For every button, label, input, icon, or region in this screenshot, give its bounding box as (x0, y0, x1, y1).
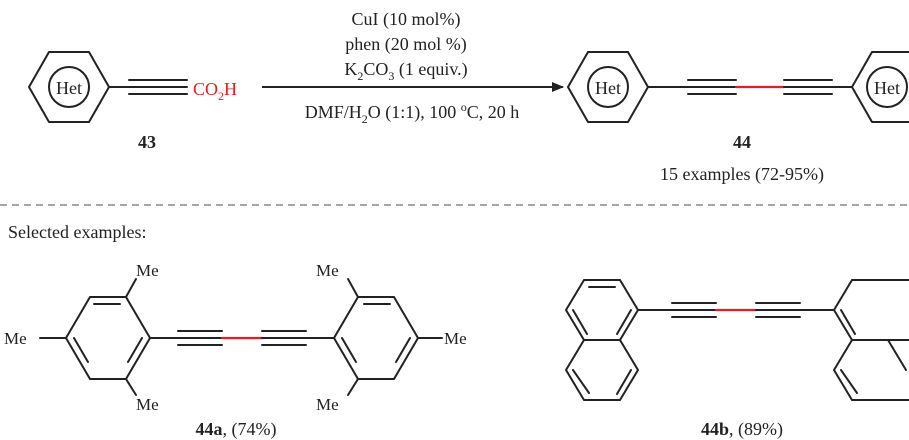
example-44b-left-triple-bond (671, 302, 717, 318)
example-44a: Me Me Me Me Me Me 44a, (74%) (4, 261, 467, 440)
example-44a-me-left: Me (4, 329, 27, 348)
conditions-ligand: phen (20 mol %) (345, 34, 466, 55)
reactant-carboxyl-group: CO2H (193, 79, 237, 103)
example-44a-me-right: Me (444, 329, 467, 348)
reactant-triple-bond (128, 79, 188, 95)
reactant-het-label: Het (56, 78, 82, 98)
example-44a-me-bottom-left: Me (136, 395, 159, 414)
example-44b-right-naphthalene-lower-ring (833, 339, 909, 401)
product-right-het-label: Het (874, 78, 900, 98)
selected-examples-heading: Selected examples: (8, 222, 146, 242)
example-44b-left-upper-inner-bonds (572, 286, 632, 335)
example-44a-me-top-right: Me (316, 261, 339, 280)
product-left-het-circle (587, 66, 629, 108)
reaction-conditions: CuI (10 mol%) phen (20 mol %) K2CO3 (1 e… (262, 9, 564, 126)
example-44b: 44b, (89%) (565, 279, 909, 440)
example-44b-caption: 44b, (89%) (701, 419, 783, 440)
example-44b-right-ring-edge (887, 339, 907, 371)
example-44b-right-naphthalene-upper-ring (833, 279, 909, 341)
example-44a-left-ring (65, 296, 151, 380)
example-44a-caption: 44a, (74%) (196, 419, 277, 440)
example-44b-left-naphthalene-lower-ring (565, 339, 639, 401)
example-44a-me-bottom-right: Me (316, 395, 339, 414)
example-44a-left-ring-inner-bonds (73, 303, 143, 363)
product-44: Het Het 44 15 examples (72-95%) (567, 51, 909, 185)
product-left-het-label: Het (595, 78, 621, 98)
product-right-triple-bond (783, 79, 833, 95)
product-left-triple-bond (687, 79, 737, 95)
example-44b-left-lower-inner-bonds (572, 369, 632, 395)
example-44a-left-triple-bond (177, 330, 223, 346)
conditions-catalyst: CuI (10 mol%) (352, 9, 461, 30)
reactant-compound-number: 43 (138, 132, 156, 152)
example-44a-methyl-bond-top-right (347, 278, 359, 298)
example-44a-right-ring-inner-bonds (341, 303, 411, 363)
conditions-base: K2CO3 (1 equiv.) (344, 59, 467, 83)
reactant-het-circle (48, 66, 90, 108)
example-44b-left-naphthalene-upper-ring (565, 279, 639, 341)
product-right-het-circle (866, 66, 908, 108)
product-right-benzene-ring (851, 51, 909, 123)
example-44a-methyl-bond-bottom-right (347, 378, 359, 396)
example-44a-right-triple-bond (261, 330, 307, 346)
example-44a-me-top-left: Me (136, 261, 159, 280)
reactant-43: Het CO2H 43 (28, 51, 237, 152)
example-44b-right-upper-inner-bond (840, 309, 856, 335)
product-compound-number: 44 (733, 132, 751, 152)
example-44b-right-triple-bond (755, 302, 801, 318)
example-44a-right-ring (333, 296, 419, 380)
example-44b-right-lower-inner-bond (840, 369, 858, 394)
example-44a-methyl-bond-bottom-left (125, 378, 137, 396)
product-examples-summary: 15 examples (72-95%) (660, 164, 824, 185)
conditions-solvent-temperature-time: DMF/H2O (1:1), 100 oC, 20 h (305, 100, 520, 126)
example-44a-methyl-bond-top-left (125, 278, 137, 298)
